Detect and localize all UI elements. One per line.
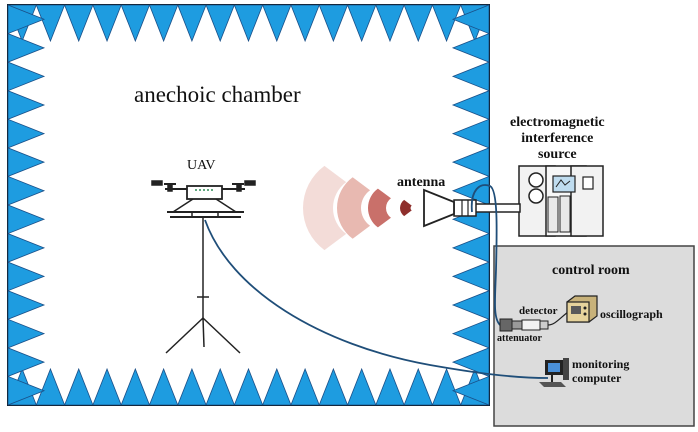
absorber-cone	[205, 4, 235, 43]
radiated-waves	[303, 165, 412, 251]
absorber-cone	[451, 175, 490, 206]
absorber-cone	[290, 367, 320, 406]
absorber-cone	[7, 261, 46, 292]
absorber-cone	[7, 347, 46, 378]
monitoring-computer	[539, 358, 569, 387]
absorber-cone	[7, 32, 46, 63]
wave-arc	[400, 199, 412, 217]
absorber-cone	[262, 4, 292, 43]
emi-source-label-line: electromagnetic	[510, 115, 605, 130]
wave-arc	[368, 188, 391, 228]
absorber-cone	[64, 367, 94, 406]
absorber-cone	[431, 4, 462, 43]
absorber-cone	[148, 4, 179, 43]
absorber-cone	[7, 375, 46, 406]
absorber-cone	[346, 4, 377, 43]
chamber-wall	[7, 4, 490, 406]
absorber-cone	[35, 4, 66, 43]
absorber-cone	[403, 4, 433, 43]
antenna-feed	[453, 199, 521, 217]
absorber-cone	[451, 261, 490, 292]
absorber-cones	[7, 4, 490, 406]
wave-arc	[303, 165, 347, 251]
emi-source-label: electromagnetic interference source	[510, 115, 605, 163]
absorber-cone	[375, 4, 405, 43]
attenuator-label: attenuator	[497, 333, 542, 344]
absorber-cone	[403, 367, 433, 406]
tripod	[165, 217, 241, 354]
absorber-cone	[7, 4, 46, 35]
absorber-cone	[7, 61, 46, 92]
oscillograph	[566, 295, 598, 323]
control-room-box	[493, 245, 695, 427]
emi-source-equipment	[518, 165, 604, 237]
emi-source-label-line: interference	[521, 131, 594, 146]
absorber-cone	[7, 204, 46, 235]
detector-label: detector	[519, 305, 558, 317]
absorber-cone	[233, 367, 264, 406]
antenna-label: antenna	[397, 175, 446, 190]
oscillograph-label: oscillograph	[600, 307, 663, 321]
uav-label: UAV	[187, 158, 216, 173]
absorber-cone	[318, 4, 349, 43]
absorber-cone	[451, 290, 490, 320]
absorber-cone	[451, 147, 490, 178]
absorber-cone	[262, 367, 292, 406]
absorber-cone	[290, 4, 320, 43]
emi-source-label-line: source	[537, 147, 577, 162]
monitoring-computer-label: monitoring computer	[572, 357, 629, 385]
absorber-cone	[346, 367, 377, 406]
monitoring-computer-label-line: monitoring	[572, 357, 630, 371]
uav	[151, 180, 256, 218]
absorber-cone	[318, 367, 349, 406]
absorber-cone	[92, 4, 122, 43]
absorber-cone	[431, 367, 462, 406]
control-room-label: control room	[552, 263, 630, 278]
absorber-cone	[451, 61, 490, 92]
absorber-cone	[451, 4, 490, 35]
absorber-cone	[177, 367, 207, 406]
absorber-cone	[64, 4, 94, 43]
absorber-cone	[451, 375, 490, 406]
absorber-cone	[451, 118, 490, 149]
monitoring-computer-label-line: computer	[572, 371, 622, 385]
absorber-cone	[177, 4, 207, 43]
absorber-cone	[451, 232, 490, 263]
absorber-cone	[92, 367, 122, 406]
absorber-cone	[451, 32, 490, 63]
wave-arc	[337, 177, 371, 239]
absorber-cone	[120, 4, 151, 43]
absorber-cone	[451, 90, 490, 120]
absorber-cone	[7, 290, 46, 320]
cables	[204, 184, 549, 379]
horn-antenna	[423, 188, 455, 228]
absorber-cone	[205, 367, 235, 406]
absorber-cone	[7, 232, 46, 263]
absorber-cone	[451, 347, 490, 378]
absorber-cone	[451, 318, 490, 349]
absorber-cone	[7, 118, 46, 149]
absorber-cone	[7, 147, 46, 178]
absorber-cone	[7, 90, 46, 120]
absorber-cone	[148, 367, 179, 406]
absorber-cone	[120, 367, 151, 406]
absorber-cone	[7, 318, 46, 349]
absorber-cone	[7, 175, 46, 206]
absorber-cone	[375, 367, 405, 406]
absorber-cone	[35, 367, 66, 406]
attenuator-detector	[499, 311, 569, 332]
absorber-cone	[233, 4, 264, 43]
chamber-label: anechoic chamber	[134, 82, 301, 107]
